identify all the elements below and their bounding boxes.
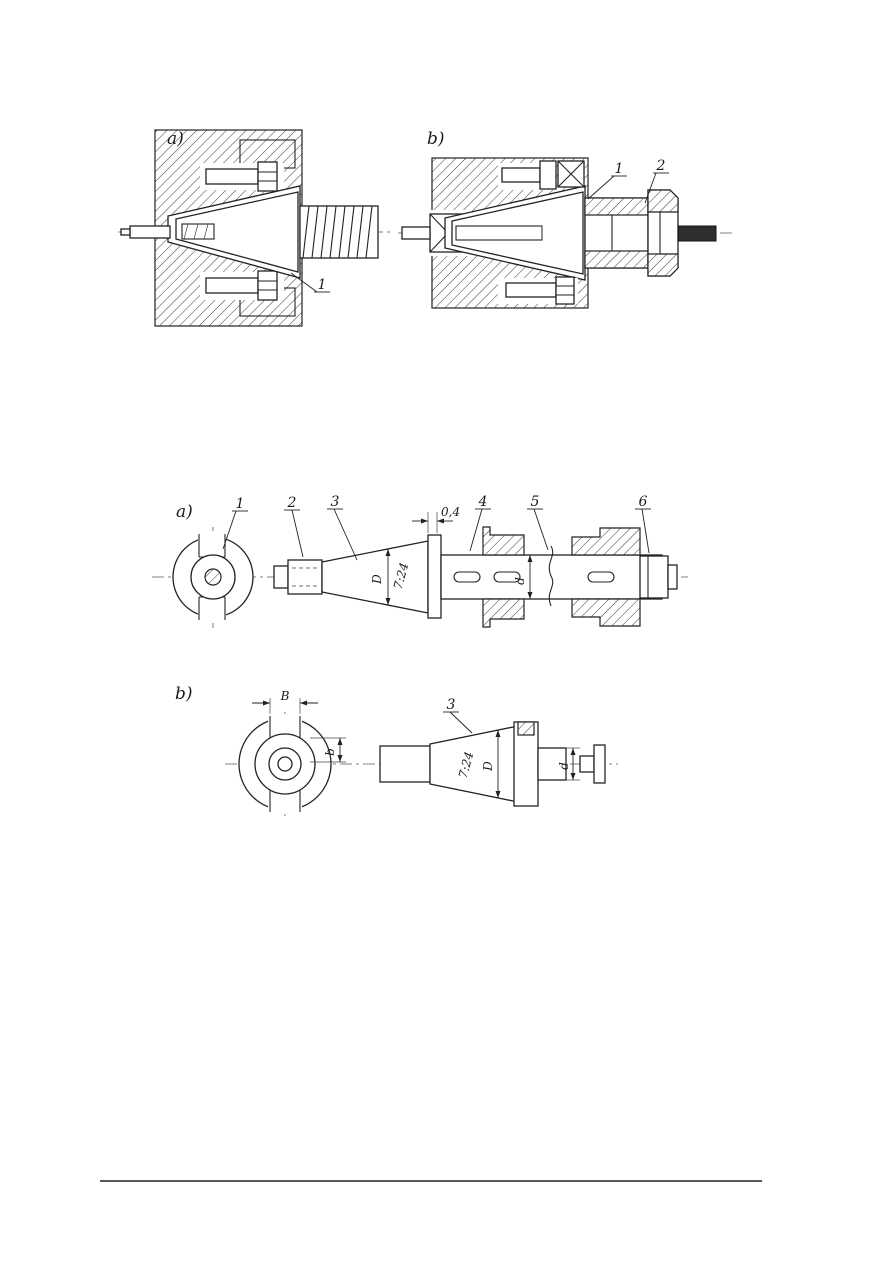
collet-chuck-body [451,191,584,275]
callout-3: 3 [327,494,358,561]
dim-B-label: B [280,689,290,703]
support-bushing [571,527,641,627]
dim-D-label: D [370,574,384,585]
arbor-flange [427,534,442,619]
dim-gap-label: 0,4 [441,505,460,519]
callout-6-label: 6 [639,494,648,510]
collet-nut [647,189,679,277]
callout-5-label: 5 [531,494,540,510]
callout-2-label: 2 [287,495,297,511]
dim-gap: 0,4 [412,505,460,533]
arbor-slot [587,571,615,583]
dim-b-label: b [323,748,337,756]
taper-shank [175,191,299,273]
keyed-block [557,160,585,188]
dim-b: b [310,737,346,763]
dim-taper-label: 7:24 [456,750,476,780]
callout-1: 1 [222,496,248,550]
callout-2: 2 [644,158,669,204]
figure-top-view-a: 1 a) [118,129,392,327]
arbor-nut [639,555,678,599]
dim-d: d [557,747,580,781]
arbor-pilot-end [273,559,323,595]
clamp-bolt-bottom [200,270,284,301]
collet-sleeve [584,197,649,269]
toolholder-pilot [537,747,567,781]
callout-6: 6 [635,494,651,554]
tool-shank [677,225,717,242]
callout-1-label: 1 [236,496,245,512]
toolholder-shank [379,745,431,783]
callout-4-label: 4 [478,494,488,510]
end-stud [579,744,606,784]
drawbar-thread [181,223,215,240]
figure-label-middle-a: a) [176,502,193,522]
callout-1: 1 [290,272,330,293]
dim-D: D [481,730,501,798]
dim-d-label: d [513,577,527,585]
callout-1-label: 1 [318,277,327,293]
figure-label-top-a: a) [167,129,184,149]
figure-top-view-b: 1 2 b) [398,129,734,309]
callout-3-label: 3 [447,697,456,713]
dim-D-label: D [481,761,495,772]
clamp-bolt-bottom [498,276,578,305]
clamp-bolt-top [498,160,557,190]
callout-2-label: 2 [656,158,666,174]
shaft-break-symbol [548,545,554,607]
flange-front-view [238,712,332,816]
drawbar [120,225,171,239]
taper-cone [429,725,519,803]
dim-B: B [252,689,318,714]
figure-middle-view-a: D 7:24 0,4 [152,494,688,628]
callout-5: 5 [527,494,549,551]
shell-mill-cutter [299,205,379,259]
callout-3-label: 3 [331,494,340,510]
dim-taper-label: 7:24 [391,561,411,591]
figure-top: 1 a) [118,129,734,327]
callout-3: 3 [443,697,473,734]
figure-middle: D 7:24 0,4 [152,494,688,816]
callout-2: 2 [284,495,304,558]
dim-D: D [370,549,391,605]
callout-1-label: 1 [615,161,624,177]
figure-middle-view-b: B b 7:24 D [175,684,618,816]
spacer-collar [482,526,525,628]
figure-label-top-b: b) [427,129,445,149]
callout-1: 1 [587,161,627,200]
flange-front-view [172,527,254,628]
dim-d: d [513,555,533,599]
arbor-slot [453,571,481,583]
arbor-slot [493,571,521,583]
toolholder-flange [513,721,539,807]
figure-label-middle-b: b) [175,684,193,704]
dim-d-label: d [557,762,571,770]
clamp-bolt-top [200,161,284,192]
callout-4: 4 [469,494,491,552]
